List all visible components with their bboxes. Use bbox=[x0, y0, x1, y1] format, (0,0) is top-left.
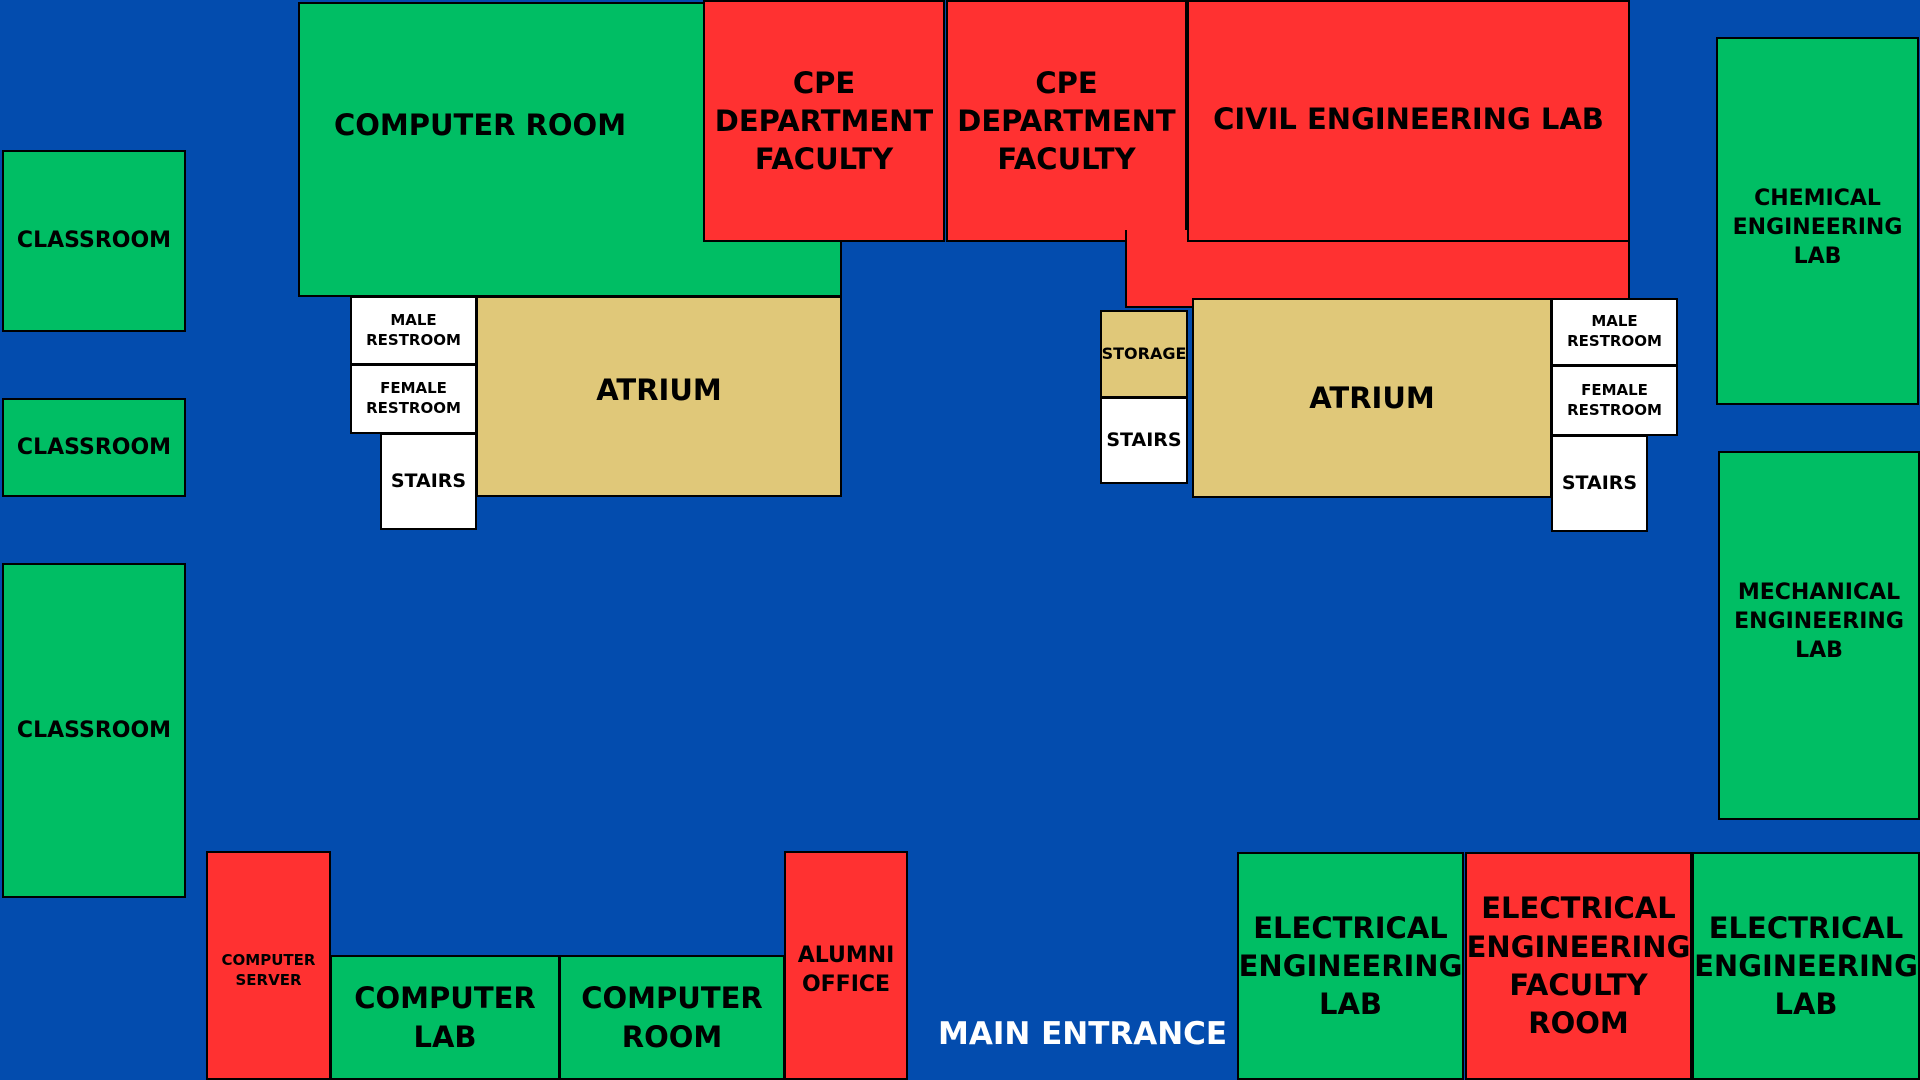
female-restroom-right[interactable]: FEMALE RESTROOM bbox=[1551, 365, 1678, 436]
classroom-2[interactable]: CLASSROOM bbox=[2, 398, 186, 497]
electrical-engineering-faculty-room[interactable]: ELECTRICAL ENGINEERING FACULTY ROOM bbox=[1465, 852, 1692, 1080]
classroom-1[interactable]: CLASSROOM bbox=[2, 150, 186, 332]
male-restroom-left[interactable]: MALE RESTROOM bbox=[350, 296, 477, 365]
chemical-engineering-lab[interactable]: CHEMICAL ENGINEERING LAB bbox=[1716, 37, 1919, 405]
classroom-3[interactable]: CLASSROOM bbox=[2, 563, 186, 898]
mechanical-engineering-lab[interactable]: MECHANICAL ENGINEERING LAB bbox=[1718, 451, 1920, 820]
female-restroom-left[interactable]: FEMALE RESTROOM bbox=[350, 364, 477, 434]
stairs-right[interactable]: STAIRS bbox=[1551, 435, 1648, 532]
computer-lab[interactable]: COMPUTER LAB bbox=[330, 955, 560, 1080]
stairs-center[interactable]: STAIRS bbox=[1100, 397, 1188, 484]
atrium-left[interactable]: ATRIUM bbox=[476, 296, 842, 497]
electrical-engineering-lab-1[interactable]: ELECTRICAL ENGINEERING LAB bbox=[1237, 852, 1464, 1080]
electrical-engineering-lab-2[interactable]: ELECTRICAL ENGINEERING LAB bbox=[1692, 852, 1920, 1080]
storage[interactable]: STORAGE bbox=[1100, 310, 1188, 398]
cpe-department-faculty-1[interactable]: CPE DEPARTMENT FACULTY bbox=[703, 0, 945, 242]
male-restroom-right[interactable]: MALE RESTROOM bbox=[1551, 298, 1678, 366]
alumni-office[interactable]: ALUMNI OFFICE bbox=[784, 851, 908, 1080]
civil-engineering-lab[interactable]: CIVIL ENGINEERING LAB bbox=[1187, 0, 1630, 242]
stairs-left[interactable]: STAIRS bbox=[380, 433, 477, 530]
cpe-department-faculty-2[interactable]: CPE DEPARTMENT FACULTY bbox=[946, 0, 1187, 242]
atrium-right[interactable]: ATRIUM bbox=[1192, 298, 1552, 498]
computer-room-bottom[interactable]: COMPUTER ROOM bbox=[559, 955, 785, 1080]
computer-server[interactable]: COMPUTER SERVER bbox=[206, 851, 331, 1080]
main-entrance-label: MAIN ENTRANCE bbox=[938, 1016, 1228, 1052]
